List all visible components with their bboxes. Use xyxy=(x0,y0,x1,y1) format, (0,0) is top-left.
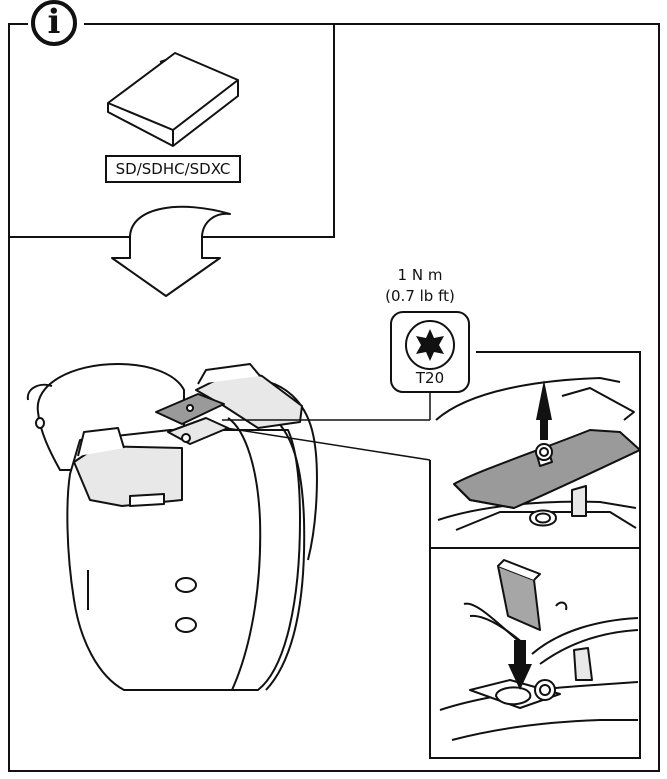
detail-frames xyxy=(429,351,641,759)
detail-insert-card xyxy=(439,559,639,741)
sd-card-label: SD/SDHC/SDXC xyxy=(115,160,231,178)
outer-frame xyxy=(8,23,660,772)
torque-value: 1 N m xyxy=(397,266,443,284)
torx-bit-label: T20 xyxy=(415,369,445,387)
torque-imperial: (0.7 lb ft) xyxy=(385,287,455,305)
detail-remove-cover xyxy=(435,377,641,531)
detail-leader-lines xyxy=(222,392,431,461)
sd-card-icon xyxy=(107,52,239,147)
info-icon xyxy=(31,0,77,46)
torx-bit-icon xyxy=(390,311,470,393)
sd-inset-box xyxy=(9,24,335,238)
insert-arrow-icon xyxy=(111,205,231,297)
sd-label-box xyxy=(105,155,241,183)
rear-panel xyxy=(195,363,303,429)
info-letter: i xyxy=(47,2,61,42)
front-panel xyxy=(73,427,183,507)
